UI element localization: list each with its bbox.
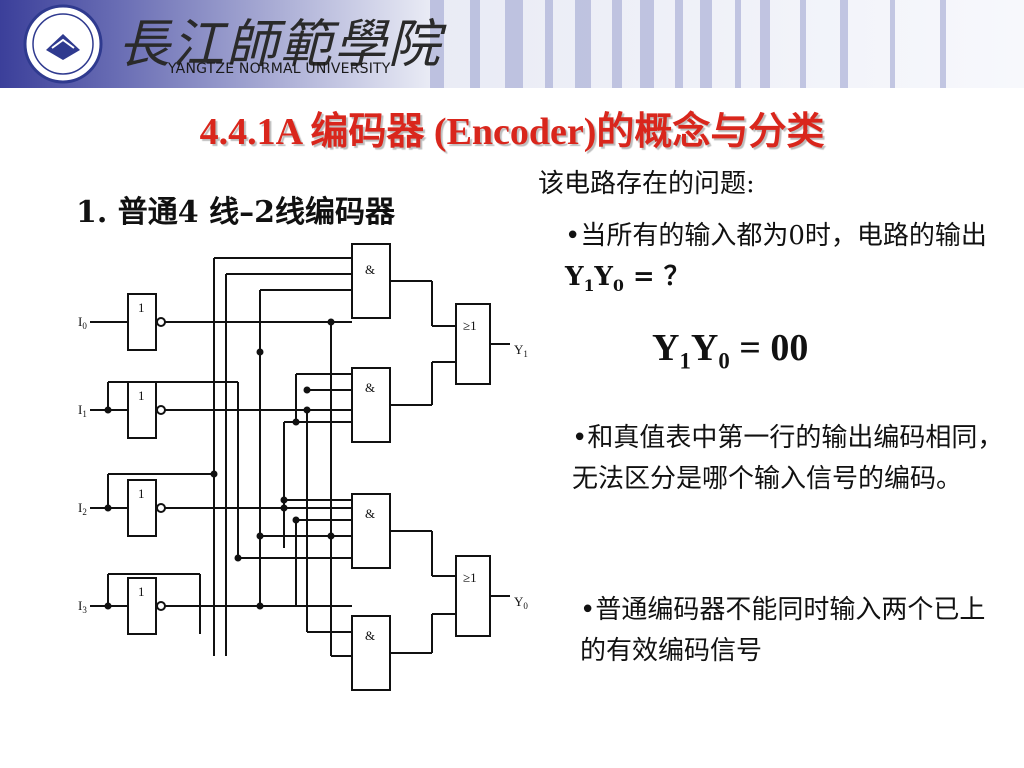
answer-equation: Y1Y0 = 00 [652,326,808,375]
question-prefix: •当所有的输入都为0时，电路的输出 [565,221,987,251]
input-label-i3: I3 [78,598,87,615]
problem-heading: 该电路存在的问题: [538,169,755,199]
answer-y1: Y [652,327,680,369]
and-gate-1 [351,243,391,319]
question-y1: Y [565,262,584,292]
question-sub1: 1 [583,276,595,296]
answer-sub0: 0 [718,348,730,374]
bullet-truth-table: •和真值表中第一行的输出编码相同，无法区分是哪个输入信号的编码。 [572,423,1004,494]
university-logo [23,4,103,84]
slide-title: 4.4.1A 编码器 (Encoder)的概念与分类 [199,111,825,153]
question-suffix: = ？ [623,262,690,292]
output-label-y0: Y0 [514,594,528,611]
encoder-circuit-diagram: 1 1 1 1 & & & & ≥1 ≥1 I0 I1 I2 I3 Y1 Y0 [78,243,528,691]
answer-value: = 00 [729,327,809,369]
input-label-i0: I0 [78,314,87,331]
section-heading: 1. 普通4 线–2线编码器 [76,195,395,230]
input-label-i1: I1 [78,402,87,419]
university-name-en: YANGTZE NORMAL UNIVERSITY [168,61,391,77]
university-name-cn: 長江師範學院 [118,15,443,75]
header-stripes [0,0,1024,88]
input-label-i2: I2 [78,500,87,517]
and-gate-symbol: & [365,628,375,643]
question-sub0: 0 [612,276,624,296]
not-gate-symbol: 1 [138,300,145,315]
header-banner: 長江師範學院 YANGTZE NORMAL UNIVERSITY [0,0,1024,88]
and-gate-symbol: & [365,262,375,277]
and-gate-symbol: & [365,380,375,395]
answer-y0: Y [690,327,719,369]
output-label-y1: Y1 [514,342,528,359]
bullet-limitation: •普通编码器不能同时输入两个已上的有效编码信号 [580,595,986,666]
or-gate-symbol: ≥1 [463,318,477,333]
not-gate-symbol: 1 [138,388,145,403]
bullet-question: •当所有的输入都为0时，电路的输出Y1Y0 = ？ [565,216,1005,306]
answer-sub1: 1 [679,348,691,374]
not-gate-symbol: 1 [138,486,145,501]
not-gate-symbol: 1 [138,584,145,599]
and-gate-symbol: & [365,506,375,521]
or-gate-symbol: ≥1 [463,570,477,585]
or-gate-y0 [455,555,491,637]
or-gate-y1 [455,303,491,385]
question-y0: Y [594,262,613,292]
